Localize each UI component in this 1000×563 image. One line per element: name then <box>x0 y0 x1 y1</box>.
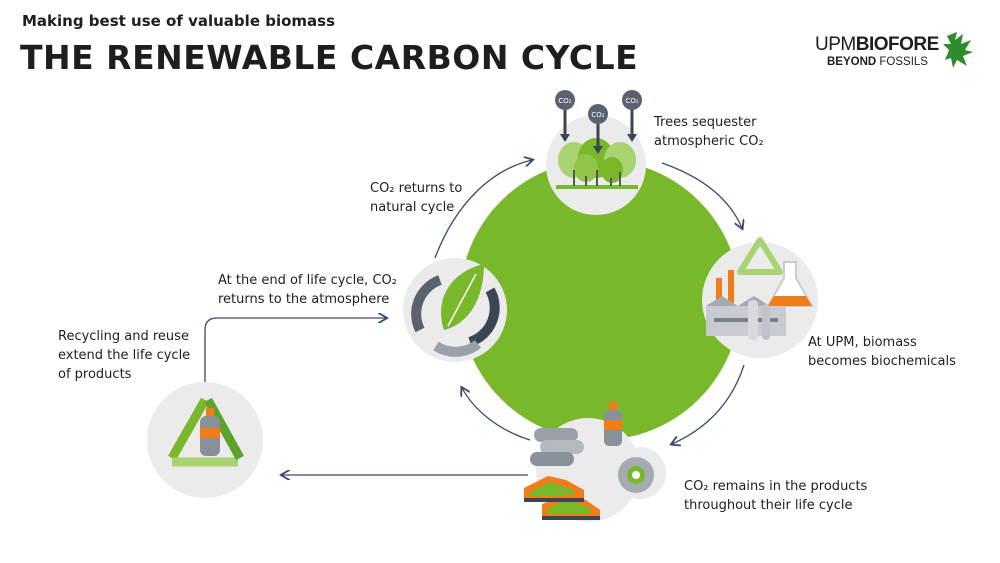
cycle-green-disc <box>460 160 740 440</box>
natural-cycle-node <box>403 258 507 362</box>
natural-cycle-label: CO₂ returns to natural cycle <box>370 181 467 215</box>
textile-reel-icon <box>618 457 654 493</box>
svg-text:CO₂: CO₂ <box>591 111 604 119</box>
end-of-life-label: At the end of life cycle, CO₂ returns to… <box>218 273 401 307</box>
co2-badge-icon-2: CO₂ <box>588 104 608 154</box>
arrow-natural-to-trees <box>434 160 532 259</box>
page-title: THE RENEWABLE CARBON CYCLE <box>20 38 639 77</box>
upm-biofore-logo: UPMBIOFORE BEYOND FOSSILS <box>815 30 975 74</box>
recycling-node <box>147 382 263 498</box>
sneakers-icon <box>524 476 600 520</box>
recycling-label: Recycling and reuse extend the life cycl… <box>58 329 194 382</box>
svg-text:CO₂: CO₂ <box>558 97 571 105</box>
paper-rolls-icon <box>530 428 584 466</box>
flask-icon <box>766 261 814 307</box>
co2-badge-icon-3: CO₂ <box>622 90 642 142</box>
page-subtitle: Making best use of valuable biomass <box>22 12 336 30</box>
arrow-recycling-to-atmosphere <box>204 318 386 390</box>
upm-label: At UPM, biomass becomes biochemicals <box>808 335 956 369</box>
trees-node <box>546 115 646 215</box>
biorefinery-node <box>702 237 818 358</box>
arrow-trees-to-upm <box>661 162 742 228</box>
co2-badge-icon-1: CO₂ <box>555 90 575 142</box>
recycle-triangle-icon <box>737 237 783 275</box>
arrow-products-to-natural <box>462 388 531 441</box>
cycle-arrows-icon <box>411 275 442 333</box>
products-label: CO₂ remains in the products throughout t… <box>684 479 871 513</box>
svg-text:CO₂: CO₂ <box>625 97 638 105</box>
bottle-icon <box>200 408 220 456</box>
griffin-icon <box>943 32 973 68</box>
products-node <box>524 402 666 522</box>
bottle-icon <box>604 402 622 446</box>
trees-label: Trees sequester atmospheric CO₂ <box>653 115 764 149</box>
arrow-upm-to-products <box>672 364 745 444</box>
